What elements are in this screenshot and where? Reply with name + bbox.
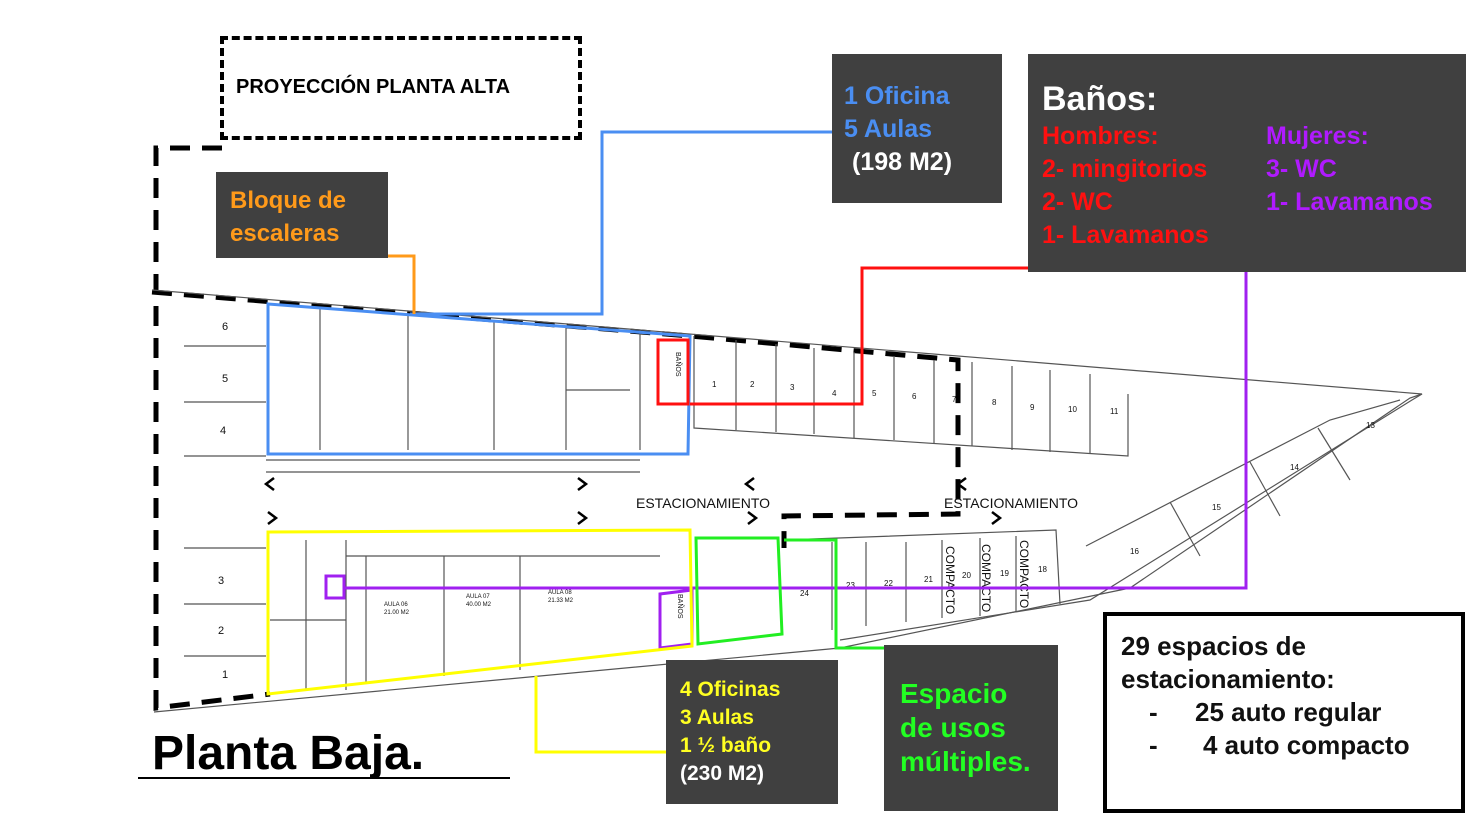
upper-offices: 1 Oficina (844, 82, 950, 110)
stall-number: 21 (924, 575, 933, 584)
upper-classrooms: 5 Aulas (844, 115, 933, 143)
parking-item-text: 4 auto compacto (1203, 730, 1410, 760)
stairs-leader (382, 254, 416, 314)
multiuse-line: múltiples. (900, 746, 1031, 777)
stall-number: 2 (750, 380, 755, 389)
upper-floor-boundary (153, 145, 271, 711)
room-area: 21.33 M2 (548, 598, 574, 604)
stairs-callout: Bloque de escaleras (216, 172, 388, 258)
stall-number: 5 (872, 389, 877, 398)
stall-number: 14 (1290, 463, 1299, 472)
women-restroom-list: Mujeres: 3- WC 1- Lavamanos (1266, 120, 1433, 252)
stall-number: 3 (790, 383, 795, 392)
parking-summary-line: estacionamiento: (1121, 664, 1335, 694)
stall-number: 10 (1068, 405, 1077, 414)
upper-floor-projection-label: PROYECCIÓN PLANTA ALTA (220, 36, 582, 140)
traffic-arrows (263, 477, 1003, 525)
zone-ground-rooms (266, 528, 694, 754)
stall-number: 11 (1110, 407, 1119, 416)
upper-floor-boundary-top (151, 289, 961, 548)
stall-number: 1 (712, 380, 717, 389)
parking-label-right: ESTACIONAMIENTO (944, 495, 1078, 511)
parking-item-text: 25 auto regular (1195, 697, 1382, 727)
men-restroom-list: Hombres: 2- mingitorios 2- WC 1- Lavaman… (1042, 120, 1266, 252)
stall-number: 5 (222, 373, 228, 385)
zone-multiuse (694, 536, 896, 650)
men-item: 2- mingitorios (1042, 155, 1208, 183)
restrooms-callout: Baños: Hombres: 2- mingitorios 2- WC 1- … (1028, 54, 1466, 272)
women-item: 3- WC (1266, 155, 1337, 183)
room-label: AULA 06 (384, 602, 408, 608)
compact-label-3: COMPACTO (1017, 540, 1031, 608)
page-title: Planta Baja. (152, 727, 425, 780)
stall-number: 13 (1366, 421, 1375, 430)
projection-text: PROYECCIÓN PLANTA ALTA (236, 76, 511, 98)
stairs-line-1: Bloque de (230, 187, 347, 214)
stall-number: 19 (1000, 569, 1009, 578)
stall-number: 1 (222, 669, 228, 681)
parking-label-left: ESTACIONAMIENTO (636, 495, 770, 511)
stall-number: 2 (218, 625, 224, 637)
building-outline (151, 289, 1423, 713)
ground-classrooms: 3 Aulas (680, 706, 754, 729)
stall-number: 16 (1130, 547, 1139, 556)
bullet: - (1149, 697, 1158, 727)
stall-numbers-left: 6 5 4 3 2 1 (218, 321, 228, 681)
men-item: 2- WC (1042, 188, 1113, 216)
parking-summary-line: 29 espacios de (1121, 631, 1306, 661)
multiuse-callout: Espacio de usos múltiples. (884, 645, 1058, 811)
ground-rooms-callout: 4 Oficinas 3 Aulas 1 ½ baño (230 M2) (666, 660, 838, 804)
stall-numbers-top: 1 2 3 4 5 6 7 8 9 10 11 (712, 380, 1119, 416)
stall-number: 4 (220, 425, 226, 437)
stall-number: 6 (912, 392, 917, 401)
stall-numbers-bottom: 24 23 22 21 20 19 18 (800, 565, 1047, 598)
women-heading: Mujeres: (1266, 122, 1369, 150)
bullet: - (1149, 730, 1158, 760)
compact-label-2: COMPACTO (979, 544, 993, 612)
parking-item: - 4 auto compacto (1121, 729, 1453, 762)
stall-number: 4 (832, 389, 837, 398)
bath-tag-upper: BAÑOS (674, 352, 683, 377)
men-item: 1- Lavamanos (1042, 221, 1209, 249)
stall-number: 9 (1030, 403, 1035, 412)
stall-number: 23 (846, 581, 855, 590)
zone-men-restroom (656, 266, 1028, 406)
upper-rooms-callout: 1 Oficina 5 Aulas (198 M2) (832, 54, 1002, 203)
stall-numbers-diagonal: 13 14 15 16 (1130, 421, 1375, 556)
room-area: 40.00 M2 (466, 602, 492, 608)
multiuse-line: de usos (900, 712, 1006, 743)
stall-number: 3 (218, 575, 224, 587)
parking-item: - 25 auto regular (1121, 696, 1453, 729)
men-heading: Hombres: (1042, 122, 1159, 150)
multiuse-line: Espacio (900, 678, 1008, 709)
women-item: 1- Lavamanos (1266, 188, 1433, 216)
ground-offices: 4 Oficinas (680, 678, 781, 701)
stall-number: 20 (962, 571, 971, 580)
stall-number: 7 (952, 395, 957, 404)
restrooms-title: Baños: (1042, 80, 1158, 118)
ground-baths: 1 ½ baño (680, 734, 772, 757)
stall-number: 15 (1212, 503, 1221, 512)
stall-number: 24 (800, 589, 809, 598)
bath-tag-lower: BAÑOS (676, 594, 685, 619)
compact-label-1: COMPACTO (943, 546, 957, 614)
stall-number: 8 (992, 398, 997, 407)
stairs-line-2: escaleras (230, 220, 340, 247)
upper-area: (198 M2) (852, 148, 953, 176)
stall-number: 6 (222, 321, 228, 333)
parking-summary: 29 espacios de estacionamiento: - 25 auto… (1103, 612, 1465, 813)
stall-number: 18 (1038, 565, 1047, 574)
zone-upper-rooms (266, 130, 832, 456)
title-underline (138, 777, 510, 779)
room-label: AULA 08 (548, 590, 572, 596)
ground-area: (230 M2) (680, 762, 765, 785)
room-label: AULA 07 (466, 594, 490, 600)
room-area: 21.00 M2 (384, 610, 410, 616)
stall-number: 22 (884, 579, 893, 588)
